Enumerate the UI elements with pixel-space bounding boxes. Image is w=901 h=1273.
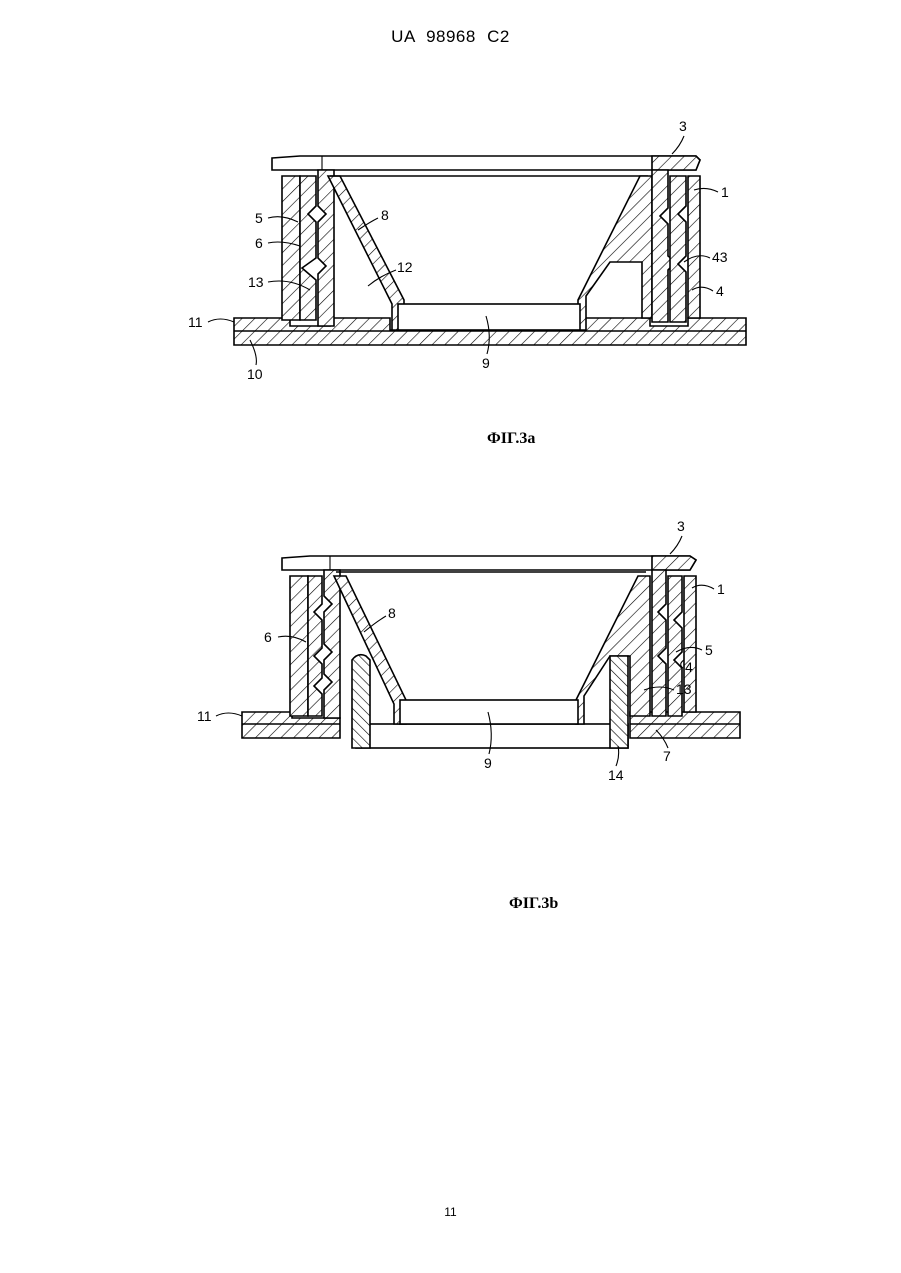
ref-3a-9: 9: [482, 355, 490, 371]
ref-3a-1: 1: [721, 184, 729, 200]
left-outer-wall: [282, 176, 300, 320]
figure-3a: [234, 156, 746, 345]
left-threaded-wall: [300, 176, 316, 320]
funnel-left: [328, 176, 404, 330]
ref-3a-12: 12: [397, 259, 413, 275]
ref-3a-4: 4: [716, 283, 724, 299]
ref-3b-5: 5: [705, 642, 713, 658]
ref-3a-5: 5: [255, 210, 263, 226]
ref-3a-8: 8: [381, 207, 389, 223]
figure-3b-caption: ФІГ.3b: [509, 895, 558, 913]
figure-3a-caption: ФІГ.3а: [487, 430, 535, 448]
ref-3a-3: 3: [679, 118, 687, 134]
sleeve-right: [610, 656, 628, 748]
cup-lower-bottom: [356, 724, 628, 748]
ref-3a-6: 6: [255, 235, 263, 251]
page-number: 11: [0, 1205, 901, 1219]
sleeve-left: [352, 655, 370, 748]
ref-3b-14: 14: [608, 767, 624, 783]
ref-3a-43: 43: [712, 249, 728, 265]
ref-3b-7: 7: [663, 748, 671, 764]
lid-3b: [282, 556, 696, 570]
ref-3b-4: 4: [685, 659, 693, 675]
ref-3a-10: 10: [247, 366, 263, 382]
lid: [272, 156, 700, 170]
ref-3b-13: 13: [676, 681, 692, 697]
ref-3b-8: 8: [388, 605, 396, 621]
funnel-right: [578, 176, 652, 330]
cup-bottom: [398, 304, 580, 330]
ref-3b-6: 6: [264, 629, 272, 645]
figure-3b: [242, 556, 740, 748]
ref-3b-1: 1: [717, 581, 725, 597]
ref-3b-9: 9: [484, 755, 492, 771]
ref-3a-11: 11: [188, 314, 203, 330]
ref-3b-11: 11: [197, 708, 212, 724]
ref-3a-13: 13: [248, 274, 264, 290]
ref-3b-3: 3: [677, 518, 685, 534]
